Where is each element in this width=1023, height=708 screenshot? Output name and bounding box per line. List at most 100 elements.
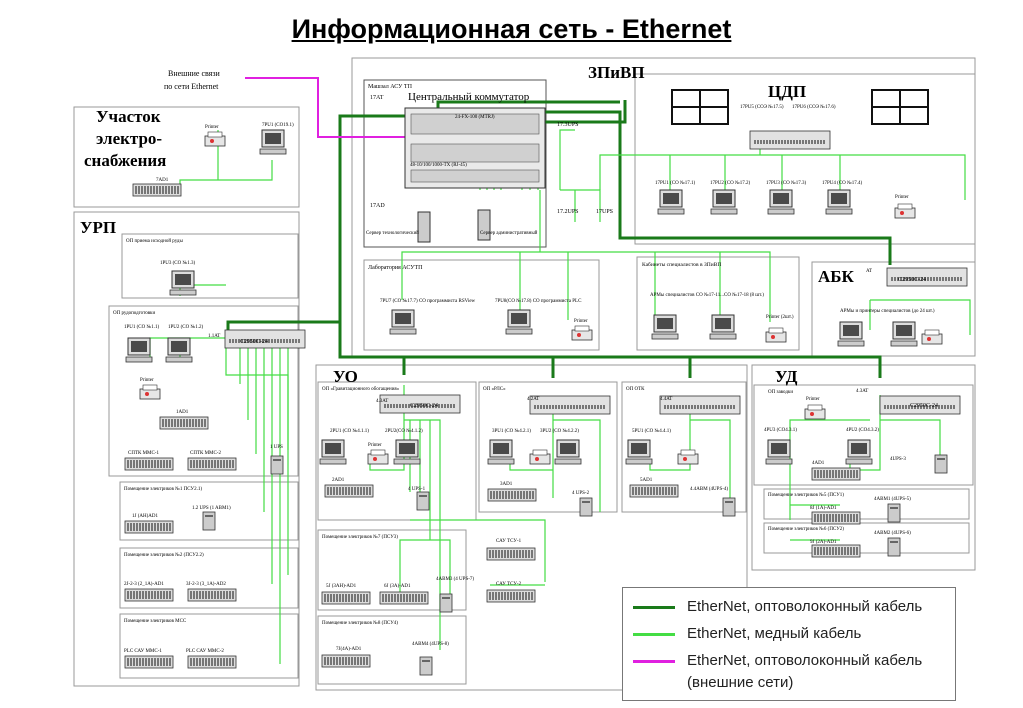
abk-switch: C2950C-24 — [898, 277, 926, 283]
uch-printer: Printer — [205, 125, 219, 130]
core-switch — [404, 107, 546, 189]
printer-icon — [677, 449, 699, 465]
cdp-pc1: 17PU1 (СО №17.1) — [655, 180, 696, 186]
computer-icon — [845, 439, 873, 465]
printer-icon — [139, 384, 161, 400]
urp-ups: 1 UPS — [270, 445, 283, 450]
ups-icon — [887, 503, 901, 523]
plc-rack-icon — [811, 511, 861, 525]
box-uo-1 — [317, 381, 477, 521]
video-wall — [671, 89, 929, 125]
uo-box2: ОП «РЛС» — [483, 387, 506, 392]
plc-rack-icon — [324, 484, 374, 498]
plc-rack-icon — [321, 654, 371, 668]
urp-pc3: 1PU3 (СО №1.3) — [160, 260, 196, 266]
zone-label-urp: УРП — [80, 218, 116, 237]
uo-pc1: 2PU1 (СО №4.1.1) — [330, 428, 369, 434]
core-header: Машзал АСУ ТП — [368, 84, 413, 90]
urp-plc1: PLC САУ ММС-1 — [124, 649, 162, 654]
frame-spec — [636, 256, 800, 351]
ud-ups: 4UPS-3 — [890, 457, 906, 462]
computer-icon — [651, 314, 679, 340]
spec-printer: Printer (2шт.) — [766, 315, 794, 320]
spec-header: Кабинеты специалистов в ЗПиВП — [642, 261, 721, 268]
box-ud-3 — [763, 522, 970, 554]
ud-sw-tag: 4.3AT — [856, 389, 868, 394]
core-ad: 17AD — [370, 203, 385, 209]
plc-rack-icon — [487, 488, 537, 502]
uo-switch: C2950C-24 — [410, 403, 438, 409]
computer-icon — [710, 189, 738, 215]
ups-icon — [722, 497, 736, 517]
switch-icon — [748, 129, 832, 151]
abk-arm: АРМы и принтеры специалистов (до 24 шт.) — [840, 309, 935, 314]
plc-rack-icon — [321, 591, 371, 605]
urp-box2: ОП рудоподготовки — [113, 311, 155, 316]
plc-rack-icon — [811, 544, 861, 558]
plc-rack-icon — [124, 520, 174, 534]
plc-rack-icon — [629, 484, 679, 498]
core-ups3: 17UPS — [596, 209, 613, 215]
uo-sw2-tag: 4.2AT — [527, 397, 539, 402]
frame-lab — [363, 259, 600, 351]
computer-icon — [165, 337, 193, 363]
cdp-pc3: 17PU3 (СО №17.3) — [766, 180, 807, 186]
box-urp-1 — [121, 233, 299, 299]
plc-rack-icon — [132, 183, 182, 197]
box-ud-2 — [763, 488, 970, 520]
external-label-1: Внешние связи — [168, 69, 221, 78]
uo-ad: 2AD1 — [332, 478, 345, 483]
ud-pc1: 4PU3 (СО4.3.1) — [764, 428, 797, 433]
plc-rack-icon — [811, 467, 861, 481]
computer-icon — [825, 189, 853, 215]
spec-arm: АРМы специалистов СО №17-11...СО №17-18 … — [650, 292, 764, 298]
plc-rack-icon — [486, 589, 536, 603]
uo-box1: ОП «Гравитационного обогащения» — [322, 387, 400, 392]
ud-j9: 9J (2A)-AD1 — [810, 540, 837, 545]
external-label-2: по сети Ethernet — [164, 82, 219, 91]
zone-label-zpivp: ЗПиВП — [588, 63, 645, 82]
uo-pc4: 3PU2 (СО №4.2.2) — [540, 428, 579, 434]
plc-rack-icon — [187, 655, 237, 669]
uo-box4: Помещение электриков №7 (ПСУ3) — [322, 534, 398, 540]
computer-icon — [169, 270, 197, 296]
legend-external-swatch — [633, 660, 675, 663]
uo-ups: 4 UPS-1 — [408, 487, 426, 492]
ups-icon — [270, 455, 284, 475]
lab-pc2: 7PU8(СО №17.8) СО программиста PLC — [495, 298, 582, 304]
uch-pc: 7PU1 (СО19.1) — [262, 123, 294, 128]
urp-pc2: 1PU2 (СО №1.2) — [168, 324, 204, 330]
plc-rack-icon — [159, 416, 209, 430]
computer-icon — [657, 189, 685, 215]
computer-icon — [393, 439, 421, 465]
uo-j6: 6J (3A)-AD1 — [384, 584, 411, 589]
box-uo-3 — [621, 381, 747, 513]
computer-icon — [765, 439, 793, 465]
legend-external-note-label: (внешние сети) — [687, 674, 794, 691]
ud-switch: C2950C-24 — [910, 403, 938, 409]
uo-pc5: 5PU1 (СО №4.4.1) — [632, 428, 671, 434]
urp-box3: Помещение электриков №1 ПСУ2.1) — [124, 486, 202, 492]
servers — [417, 209, 491, 243]
zone-label-uch-3: снабжения — [84, 151, 166, 170]
uo-printer: Printer — [368, 443, 382, 448]
printer-icon — [367, 449, 389, 465]
urp-printer: Printer — [140, 378, 154, 383]
box-uo-4 — [317, 529, 467, 611]
plc-rack-icon — [124, 655, 174, 669]
urp-plc2: PLC САУ ММС-2 — [186, 649, 224, 654]
urp-box5: Помещение электриков МСС — [124, 619, 187, 624]
computer-icon — [625, 439, 653, 465]
urp-box4: Помещение электриков №2 (ПСУ2.2) — [124, 552, 204, 558]
printer-icon — [765, 327, 787, 343]
uo-sw-tag: 4.3AT — [376, 399, 388, 404]
printer-icon — [894, 203, 916, 219]
ud-box1: ОП заводки — [768, 390, 793, 395]
zone-label-ud: УД — [775, 367, 798, 386]
core-ups1: 17.3UPS — [557, 122, 579, 128]
frame-cdp — [634, 73, 976, 245]
frame-urp — [73, 211, 300, 687]
frame-uo — [315, 364, 748, 691]
frame-uchastok — [73, 106, 300, 208]
